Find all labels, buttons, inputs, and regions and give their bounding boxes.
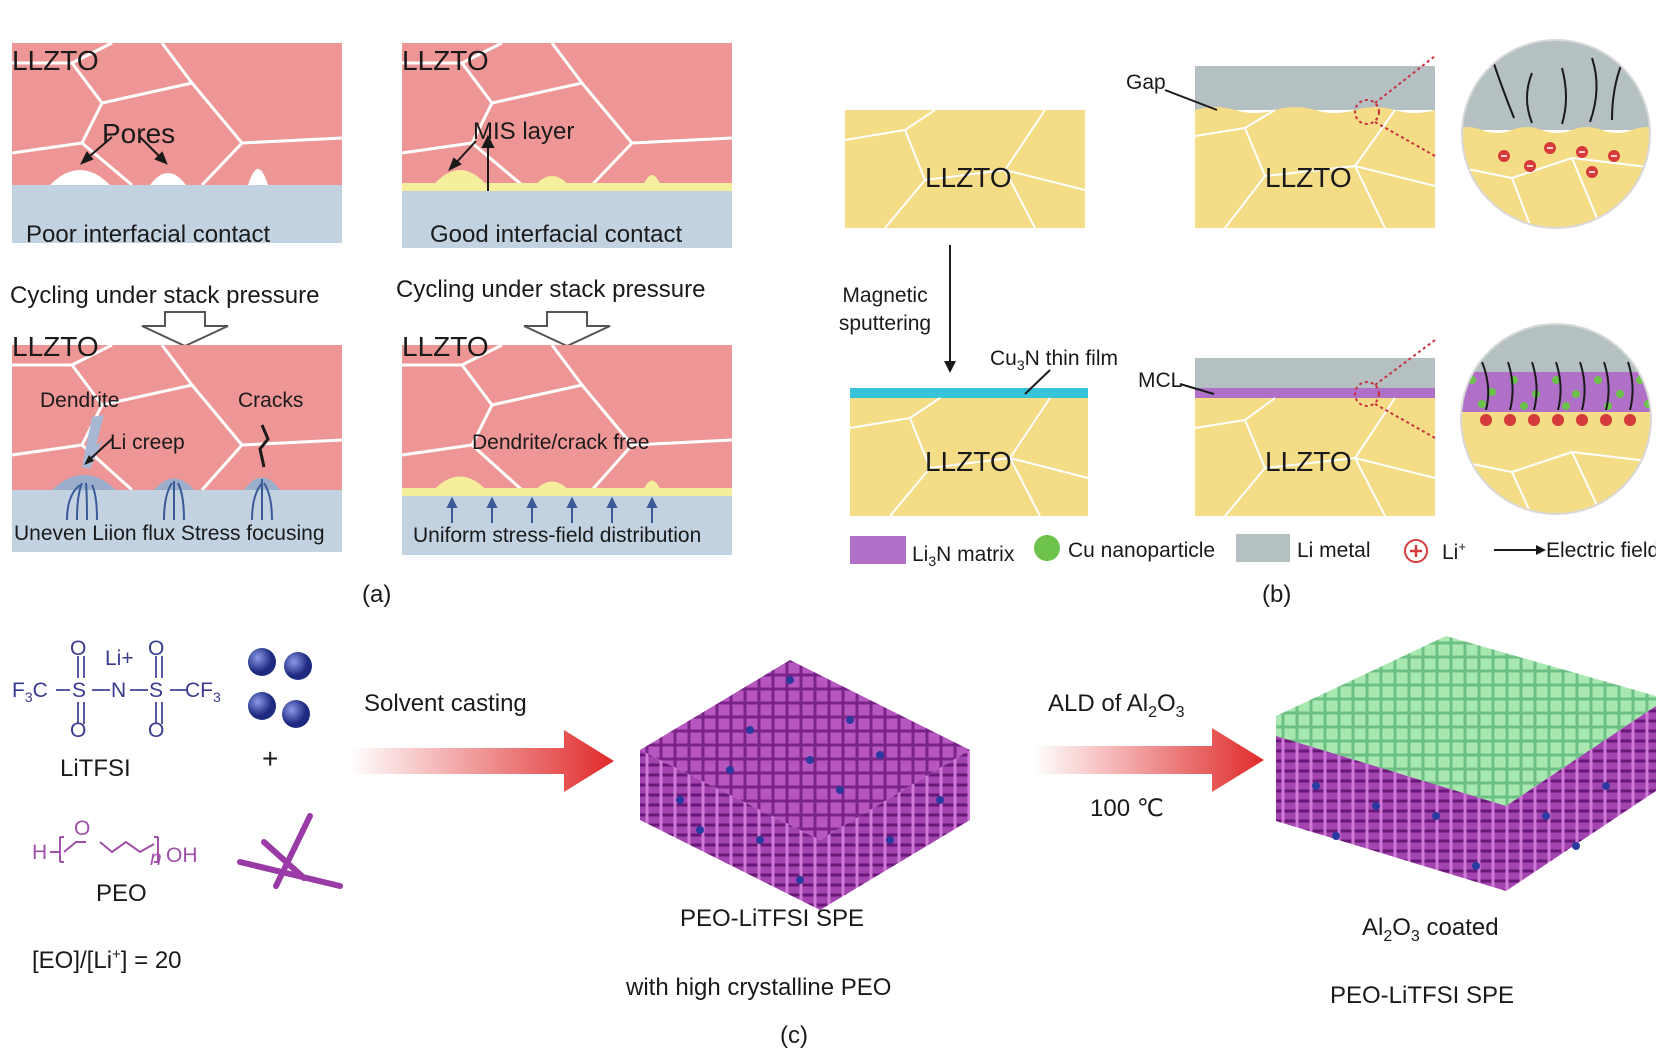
s-atom-label: S [72,679,87,702]
dendrite-label: Dendrite [40,389,120,412]
gap-label: Gap [1126,71,1166,94]
uneven-flux-label: Uneven Liion flux Stress focusing [14,522,325,545]
llzto-label: LLZTO [925,446,1012,477]
plus-sign: + [262,743,279,774]
cf3-label: CF3 [185,679,221,706]
caption-b: (b) [1262,581,1292,608]
o-atom-label: O [70,719,87,742]
mis-layer-label: MIS layer [473,118,575,145]
llzto-label: LLZTO [1265,446,1352,477]
dendrite-box-graphic [11,343,343,552]
cracks-label: Cracks [238,389,304,412]
mis-box-graphic [401,41,733,248]
solvent-casting-label: Solvent casting [364,690,527,717]
red-arrow-icon [1034,728,1264,792]
legend-cu-label: Cu nanoparticle [1068,539,1216,562]
legend-cu-swatch [1034,535,1060,561]
legend-li-metal-label: Li metal [1297,539,1371,562]
peo-o-label: O [74,817,91,840]
uniform-box-graphic [401,343,733,555]
llzto-label: LLZTO [402,45,489,76]
temperature-label: 100 ℃ [1090,795,1164,822]
s-atom-label: S [149,679,164,702]
o-atom-label: O [70,637,87,660]
litfsi-label: LiTFSI [60,755,131,782]
mcl-block [1194,339,1436,517]
red-arrow-icon [350,730,614,792]
peo-mesh-block [640,660,970,910]
cycling-label-right: Cycling under stack pressure [396,276,706,303]
ion-balls [248,648,312,728]
llzto-label: LLZTO [402,331,489,362]
li-ion-icon [1404,539,1428,563]
peo-structure [50,836,159,863]
cycling-label-left: Cycling under stack pressure [10,282,320,309]
down-arrow-icon [523,311,611,348]
mid-label-1: PEO-LiTFSI SPE [680,905,865,932]
mcl-label: MCL [1138,369,1183,392]
litfsi-structure [56,656,186,724]
gap-pointer [1164,89,1218,111]
o-atom-label: O [148,637,165,660]
caption-c: (c) [780,1022,808,1049]
down-arrow-icon [141,311,229,348]
uniform-stress-label: Uniform stress-field distribution [413,524,702,547]
coated-mesh-block [1276,636,1656,891]
li-creep-label: Li creep [110,431,185,454]
cu3n-pointer [1024,369,1051,395]
mid-label-2: with high crystalline PEO [626,974,892,1001]
poor-contact-label: Poor interfacial contact [26,221,271,248]
ald-label: ALD of Al2O3 [1048,690,1185,721]
llzto-label: LLZTO [925,162,1012,193]
peo-label: PEO [96,880,147,907]
peo-oh-label: OH [166,844,198,867]
peo-h-label: H [32,841,48,864]
llzto-label: LLZTO [1265,162,1352,193]
pores-label: Pores [102,118,176,149]
ratio-label: [EO]/[Li+] = 20 [32,946,182,974]
right-label-2: PEO-LiTFSI SPE [1330,982,1515,1009]
polymer-chain-icon [237,813,343,889]
n-atom-label: N [111,679,127,702]
legend-li3n-label: Li3N matrix [912,543,1015,570]
caption-a: (a) [362,581,392,608]
legend-li-metal-swatch [1236,534,1290,562]
llzto-block [844,109,1086,229]
cu3n-llzto-block [849,388,1089,517]
f3c-label: F3C [12,679,48,706]
right-label-1: Al2O3 coated [1362,914,1499,945]
legend-li3n-swatch [850,536,906,564]
electric-field-arrow-icon [1494,545,1546,555]
o-atom-label: O [148,719,165,742]
pores-box-graphic [11,41,343,243]
peo-n-label: n [150,847,162,870]
process-arrow [944,245,956,373]
llzto-label: LLZTO [12,331,99,362]
cu3n-film-label: Cu3N thin film [990,347,1119,374]
magnetic-sputtering-label: Magnetic sputtering [838,284,932,336]
li-plus-label: Li+ [105,647,134,670]
mcl-pointer [1179,383,1215,395]
zoom-circle-gap [1461,39,1651,229]
li-gap-block [1194,55,1436,229]
legend-li-ion-label: Li+ [1442,539,1466,564]
dendrite-free-label: Dendrite/crack free [472,431,650,454]
zoom-circle-mcl [1460,323,1652,515]
good-contact-label: Good interfacial contact [430,221,683,248]
legend-field-label: Electric field [1546,539,1656,562]
llzto-label: LLZTO [12,45,99,76]
